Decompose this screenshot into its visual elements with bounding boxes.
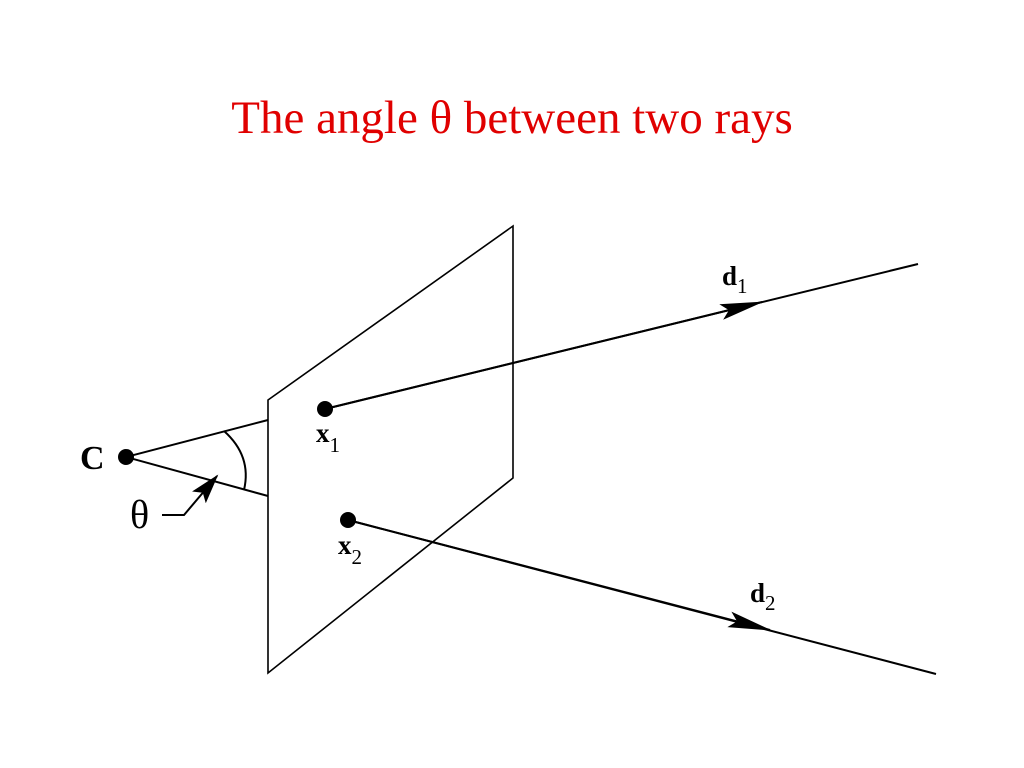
- point-x1-label: x1: [316, 418, 340, 457]
- ray-1-label-subscript: 1: [737, 274, 748, 298]
- camera-center-label: C: [80, 440, 105, 477]
- ray-2-label-base: d: [750, 578, 765, 608]
- theta-pointer: [162, 474, 219, 516]
- ray-2-label: d2: [750, 578, 776, 615]
- angle-arc: [223, 430, 247, 491]
- ray-1-arrow: [324, 301, 764, 410]
- point-x1-label-base: x: [316, 418, 330, 448]
- point-x2: [340, 512, 356, 528]
- image-plane: [267, 224, 514, 675]
- ray-1-label: d1: [722, 261, 748, 298]
- slide-title: The angle θ between two rays: [231, 92, 793, 144]
- point-x2-label: x2: [338, 530, 362, 569]
- point-x2-label-base: x: [338, 530, 352, 560]
- ray-2-label-subscript: 2: [765, 591, 776, 615]
- camera-center-point: [118, 449, 134, 465]
- point-x1: [317, 401, 333, 417]
- point-x2-label-subscript: 2: [352, 545, 363, 569]
- ray-2-arrow: [347, 519, 772, 631]
- point-x1-label-subscript: 1: [330, 433, 341, 457]
- angle-label: θ: [130, 492, 149, 537]
- ray-segment-to-plane-1: [125, 419, 269, 458]
- ray-1-label-base: d: [722, 261, 737, 291]
